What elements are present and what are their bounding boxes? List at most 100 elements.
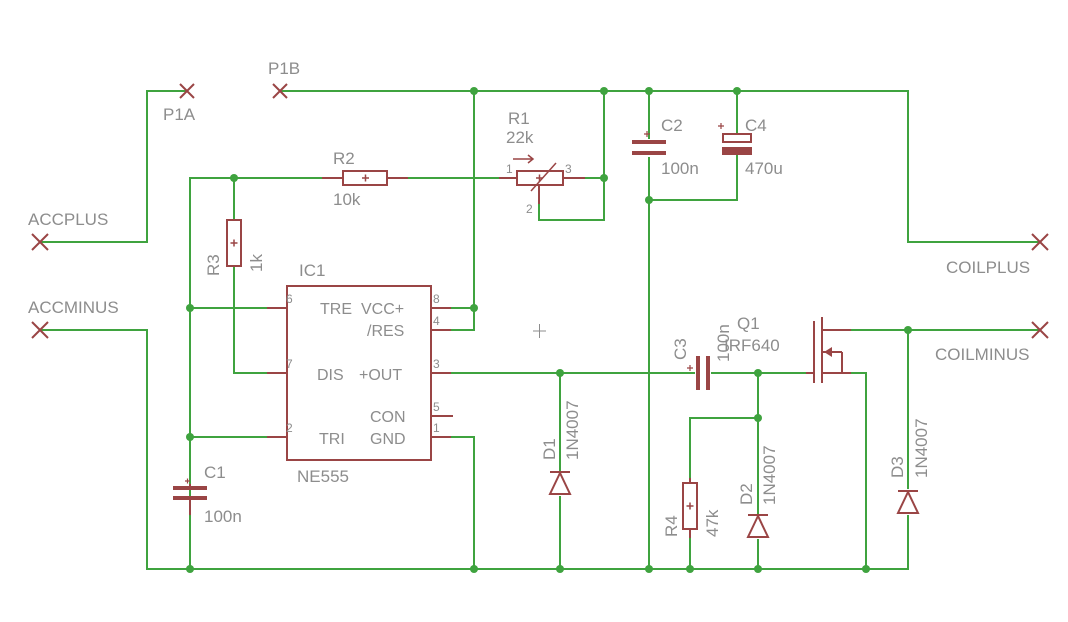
ic1-pin-label-tri: TRI bbox=[319, 431, 345, 448]
wire-source bbox=[826, 372, 867, 570]
plus-mark-icon bbox=[185, 478, 190, 484]
r1-pin-number: 3 bbox=[565, 162, 572, 176]
ic1-name: IC1 bbox=[299, 261, 325, 280]
wire-r4-top bbox=[689, 417, 759, 479]
junction bbox=[556, 565, 564, 573]
c4-plate-positive bbox=[722, 133, 752, 143]
ic1-pin-number: 7 bbox=[286, 357, 293, 371]
diode-d1[interactable]: D1 1N4007 bbox=[540, 400, 582, 495]
r2-name: R2 bbox=[333, 149, 355, 168]
crosshair-cursor-icon bbox=[533, 324, 546, 338]
c1-name: C1 bbox=[204, 463, 226, 482]
connector-p1a[interactable]: P1A bbox=[163, 83, 196, 124]
plus-mark-icon bbox=[536, 174, 543, 182]
wire-c4-bottom bbox=[648, 154, 738, 201]
junction bbox=[556, 369, 564, 377]
ic1-pin-number: 6 bbox=[286, 292, 293, 306]
junction bbox=[754, 565, 762, 573]
d3-triangle bbox=[896, 489, 920, 514]
pad-x-icon bbox=[31, 233, 49, 251]
plus-mark-icon bbox=[687, 365, 693, 371]
c2-value: 100n bbox=[661, 159, 699, 178]
wire-supply-rail bbox=[279, 90, 1041, 243]
capacitor-c2[interactable]: C2 100n bbox=[632, 116, 699, 178]
wire-accplus bbox=[39, 90, 188, 243]
r3-body bbox=[226, 219, 242, 267]
c1-value: 100n bbox=[204, 507, 242, 526]
pad-x-icon bbox=[179, 83, 195, 99]
c2-name: C2 bbox=[661, 116, 683, 135]
q1-arrow-icon bbox=[824, 347, 832, 357]
accminus-label: ACCMINUS bbox=[28, 298, 119, 317]
r2-value: 10k bbox=[333, 190, 361, 209]
wire-r1-wiper bbox=[538, 189, 605, 221]
r1-arrow-icon bbox=[513, 154, 535, 164]
c3-value: 100n bbox=[714, 324, 733, 362]
potentiometer-r1[interactable]: R1 22k 1 3 2 bbox=[499, 109, 585, 216]
pad-x-icon bbox=[31, 321, 49, 339]
plus-mark-icon bbox=[718, 123, 724, 129]
ic1-pin-number: 1 bbox=[433, 421, 440, 435]
r4-name: R4 bbox=[662, 515, 681, 537]
connector-coilplus[interactable]: COILPLUS bbox=[946, 233, 1049, 277]
ic1-pin-label-vcc: VCC+ bbox=[361, 301, 404, 318]
r1-pin-number: 2 bbox=[526, 202, 533, 216]
ic1-pin-number: 4 bbox=[433, 314, 440, 328]
wire-r3-dis bbox=[233, 265, 288, 374]
ic1-pin-number: 5 bbox=[433, 400, 440, 414]
junction bbox=[645, 196, 653, 204]
junction bbox=[470, 87, 478, 95]
mosfet-q1[interactable]: Q1 IRF640 bbox=[724, 314, 851, 383]
ic1-pin-label-con: CON bbox=[370, 409, 406, 426]
plus-mark-icon bbox=[686, 502, 694, 510]
r1-value: 22k bbox=[506, 128, 534, 147]
connector-accminus[interactable]: ACCMINUS bbox=[28, 298, 119, 339]
ic1-pin-label-dis: DIS bbox=[317, 367, 344, 384]
pad-x-icon bbox=[1031, 233, 1049, 251]
q1-value: IRF640 bbox=[724, 336, 780, 355]
ic1-ne555[interactable]: IC1 NE555 TRE VCC+ /RES DIS +OUT CON TRI… bbox=[267, 261, 453, 486]
d2-value: 1N4007 bbox=[760, 445, 779, 505]
junction bbox=[470, 304, 478, 312]
junction bbox=[600, 87, 608, 95]
plus-mark-icon bbox=[362, 174, 369, 182]
ic1-pin-number: 8 bbox=[433, 292, 440, 306]
diode-d2[interactable]: D2 1N4007 bbox=[737, 445, 779, 538]
connector-accplus[interactable]: ACCPLUS bbox=[28, 210, 108, 251]
c4-value: 470u bbox=[745, 159, 783, 178]
c4-plate-negative bbox=[722, 147, 752, 155]
ic1-value: NE555 bbox=[297, 467, 349, 486]
junction bbox=[186, 433, 194, 441]
resistor-r3[interactable]: R3 1k bbox=[204, 219, 266, 276]
ic1-pin-number: 2 bbox=[286, 421, 293, 435]
c3-name: C3 bbox=[671, 338, 690, 360]
ic1-pin-label-res: /RES bbox=[367, 323, 404, 340]
p1b-label: P1B bbox=[268, 59, 300, 78]
capacitor-c3[interactable]: C3 100n bbox=[671, 324, 733, 390]
wire-ground-rail bbox=[39, 329, 909, 570]
capacitor-c1[interactable]: C1 100n bbox=[173, 463, 242, 570]
d3-value: 1N4007 bbox=[912, 418, 931, 478]
junction bbox=[862, 565, 870, 573]
capacitor-c4[interactable]: C4 470u bbox=[718, 116, 783, 178]
wire-pin1 bbox=[430, 436, 475, 570]
accplus-label: ACCPLUS bbox=[28, 210, 108, 229]
diode-d3[interactable]: D3 1N4007 bbox=[888, 418, 931, 514]
d2-triangle bbox=[746, 513, 770, 538]
p1a-label: P1A bbox=[163, 105, 196, 124]
d1-value: 1N4007 bbox=[563, 400, 582, 460]
connector-p1b[interactable]: P1B bbox=[268, 59, 300, 99]
coilplus-label: COILPLUS bbox=[946, 258, 1030, 277]
r1-pin-number: 1 bbox=[506, 162, 513, 176]
resistor-r2[interactable]: R2 10k bbox=[322, 149, 408, 209]
ic1-pin-number: 3 bbox=[433, 357, 440, 371]
junction bbox=[645, 87, 653, 95]
resistor-r4[interactable]: R4 47k bbox=[662, 478, 722, 538]
junction bbox=[600, 174, 608, 182]
r1-trim-arrow-icon bbox=[530, 162, 557, 192]
plus-mark-icon bbox=[644, 131, 650, 137]
junction bbox=[686, 565, 694, 573]
junction bbox=[186, 304, 194, 312]
connector-coilminus[interactable]: COILMINUS bbox=[935, 321, 1049, 364]
junction bbox=[645, 565, 653, 573]
